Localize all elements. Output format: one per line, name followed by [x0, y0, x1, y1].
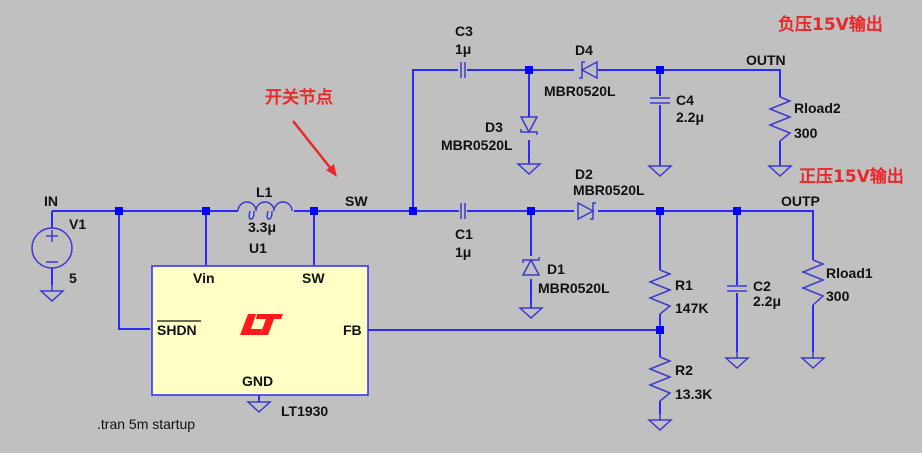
- capacitor-c1[interactable]: [460, 203, 466, 219]
- r1-value: 147K: [675, 300, 708, 316]
- junction-dot: [310, 207, 318, 215]
- c2-value: 2.2μ: [753, 293, 781, 309]
- diode-d3[interactable]: [519, 116, 539, 135]
- resistor-r1[interactable]: [647, 269, 673, 315]
- c2-name: C2: [753, 278, 771, 294]
- diode-d4[interactable]: [579, 60, 598, 80]
- net-label-outp: OUTP: [781, 193, 820, 209]
- l1-value: 3.3μ: [248, 219, 276, 235]
- ground-icon: [725, 351, 749, 369]
- net-label-outn: OUTN: [746, 52, 786, 68]
- spice-directive[interactable]: .tran 5m startup: [97, 416, 195, 432]
- wire-shdn[interactable]: [118, 211, 150, 330]
- resistor-rload2[interactable]: [767, 96, 793, 142]
- ic-u1[interactable]: Vin SW SHDN FB GND: [151, 265, 369, 396]
- c3-name: C3: [455, 23, 473, 39]
- ground-icon: [40, 284, 64, 302]
- pin-vin: Vin: [193, 270, 215, 286]
- net-label-sw: SW: [345, 193, 368, 209]
- pin-gnd: GND: [242, 373, 273, 389]
- pin-shdn: SHDN: [157, 322, 197, 338]
- r2-name: R2: [675, 362, 693, 378]
- d1-name: D1: [547, 261, 565, 277]
- d3-value: MBR0520L: [441, 137, 513, 153]
- ground-icon: [519, 301, 543, 319]
- d4-value: MBR0520L: [544, 83, 616, 99]
- annotation-negative-output: 负压15V输出: [778, 14, 883, 35]
- annotation-switch-node: 开关节点: [265, 87, 333, 108]
- junction-dot: [656, 66, 664, 74]
- capacitor-c2[interactable]: [727, 285, 747, 292]
- d3-name: D3: [485, 119, 503, 135]
- junction-dot: [733, 207, 741, 215]
- ground-icon: [768, 159, 792, 177]
- d4-name: D4: [575, 42, 593, 58]
- junction-dot: [409, 207, 417, 215]
- junction-dot: [115, 207, 123, 215]
- v1-value: 5: [69, 270, 77, 286]
- c4-value: 2.2μ: [676, 109, 704, 125]
- r1-name: R1: [675, 277, 693, 293]
- d2-value: MBR0520L: [573, 182, 645, 198]
- resistor-rload1[interactable]: [800, 259, 826, 306]
- c3-value: 1μ: [455, 41, 471, 57]
- wire-sw-up[interactable]: [412, 69, 458, 211]
- junction-dot: [656, 207, 664, 215]
- pin-sw: SW: [302, 270, 325, 286]
- u1-part: LT1930: [281, 403, 328, 419]
- d1-value: MBR0520L: [538, 280, 610, 296]
- junction-dot: [656, 326, 664, 334]
- voltage-source-v1[interactable]: [31, 227, 73, 302]
- arrow-icon: [292, 120, 337, 177]
- inductor-l1[interactable]: [237, 201, 293, 220]
- lt-logo-icon: [240, 314, 283, 335]
- rload1-name: Rload1: [826, 265, 873, 281]
- ground-icon: [517, 157, 541, 175]
- diode-d1[interactable]: [521, 257, 541, 276]
- source-circle-icon: [31, 227, 73, 269]
- ground-icon: [801, 351, 825, 369]
- c1-value: 1μ: [455, 244, 471, 260]
- d2-name: D2: [575, 166, 593, 182]
- v1-name: V1: [69, 216, 86, 232]
- junction-dot: [525, 66, 533, 74]
- ground-icon: [648, 413, 672, 431]
- c4-name: C4: [676, 92, 694, 108]
- r2-value: 13.3K: [675, 386, 712, 402]
- rload2-name: Rload2: [794, 100, 841, 116]
- rload1-value: 300: [826, 288, 850, 304]
- ground-icon: [648, 159, 672, 177]
- c1-name: C1: [455, 226, 473, 242]
- junction-dot: [527, 207, 535, 215]
- wire-outp[interactable]: [598, 210, 814, 260]
- resistor-r2[interactable]: [647, 356, 673, 402]
- annotation-positive-output: 正压15V输出: [799, 166, 904, 187]
- junction-dot: [202, 207, 210, 215]
- capacitor-c4[interactable]: [650, 97, 670, 104]
- l1-name: L1: [256, 184, 273, 200]
- ground-icon: [247, 395, 271, 413]
- junctions: [115, 66, 741, 334]
- rload2-value: 300: [794, 125, 818, 141]
- capacitor-c3[interactable]: [460, 62, 466, 78]
- u1-name: U1: [249, 240, 267, 256]
- pin-fb: FB: [343, 322, 362, 338]
- net-label-in: IN: [44, 193, 58, 209]
- diode-d2[interactable]: [577, 201, 596, 221]
